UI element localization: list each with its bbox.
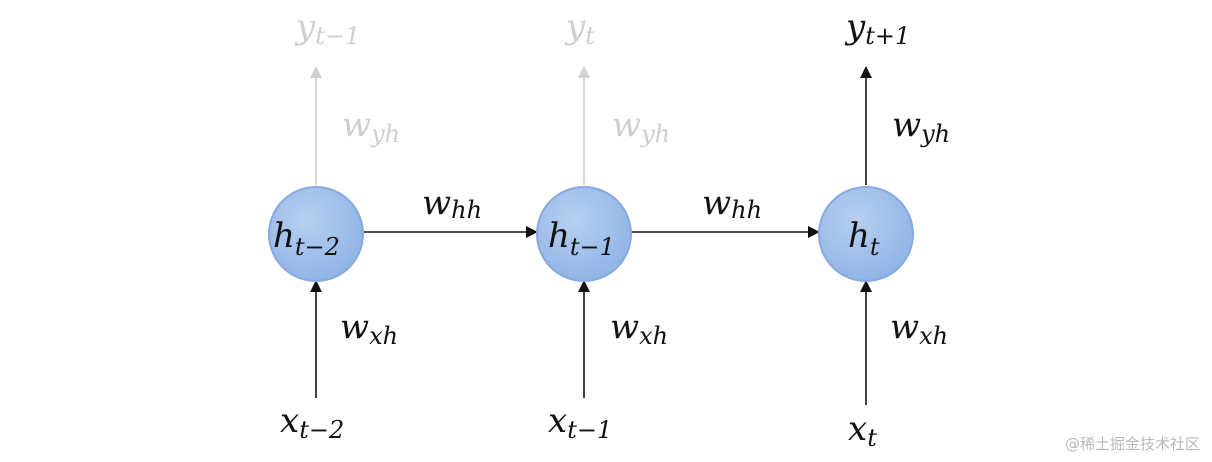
hidden-weight-label-2: whh bbox=[702, 183, 762, 224]
node-label-sub: t bbox=[870, 233, 880, 261]
node-label-sub: t−1 bbox=[570, 233, 615, 261]
svg-text:ht−2: ht−2 bbox=[273, 216, 340, 261]
node-label-base: h bbox=[848, 216, 870, 256]
input-label-2: xt−1 bbox=[548, 401, 612, 444]
node-label-base: h bbox=[273, 216, 295, 256]
node-label-sub: t−2 bbox=[295, 233, 340, 261]
hidden-node-3: ht bbox=[818, 186, 914, 282]
output-label-3: yt+1 bbox=[844, 7, 910, 50]
output-label-2: yt bbox=[564, 7, 595, 50]
hidden-node-2: ht−1 bbox=[536, 186, 632, 282]
output-weight-label-2: wyh bbox=[612, 105, 670, 148]
output-label-1: yt−1 bbox=[294, 7, 360, 50]
hidden-node-1: ht−2 bbox=[268, 186, 364, 282]
input-label-3: xt bbox=[848, 409, 877, 452]
svg-text:ht: ht bbox=[848, 216, 880, 261]
watermark-text: @稀土掘金技术社区 bbox=[1064, 435, 1200, 453]
output-weight-label-1: wyh bbox=[342, 105, 400, 148]
input-weight-label-3: wxh bbox=[890, 307, 948, 350]
input-weight-label-2: wxh bbox=[610, 307, 668, 350]
hidden-weight-label-1: whh bbox=[422, 183, 482, 224]
input-label-1: xt−2 bbox=[280, 401, 344, 444]
svg-text:ht−1: ht−1 bbox=[548, 216, 615, 261]
output-weight-label-3: wyh bbox=[892, 105, 950, 148]
input-weight-label-1: wxh bbox=[340, 307, 398, 350]
node-label-base: h bbox=[548, 216, 570, 256]
